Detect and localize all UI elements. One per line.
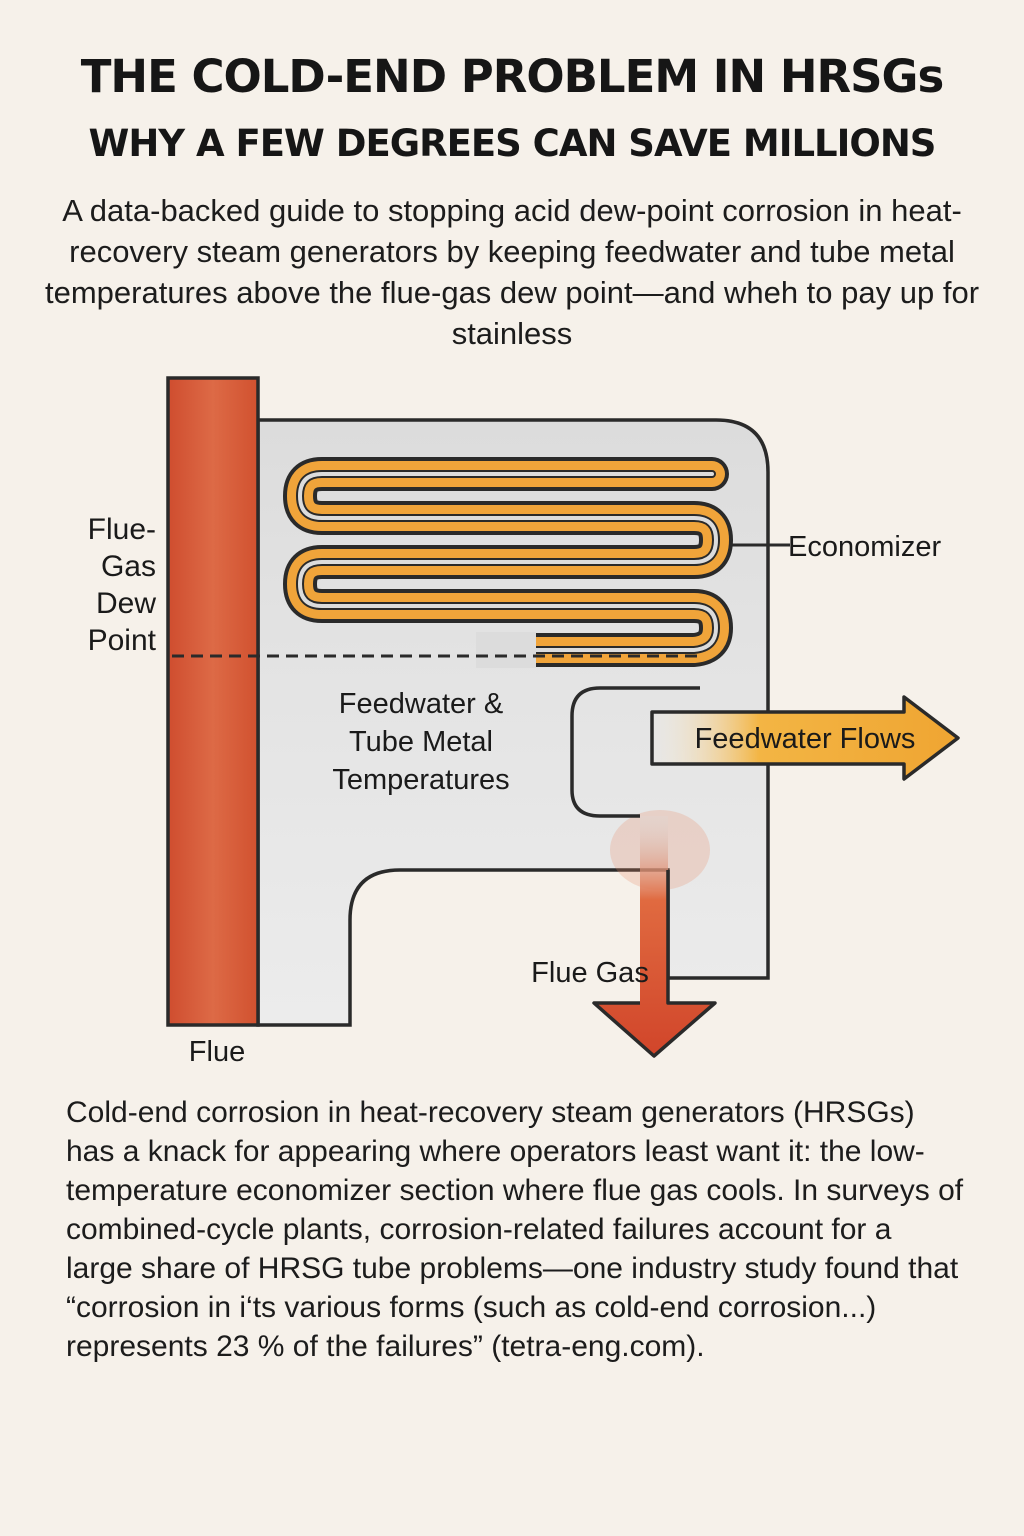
- feedwater-flow-arrow: [650, 695, 960, 781]
- dew-point-label: Flue- Gas Dew Point: [88, 513, 157, 657]
- inner-duct-wall: [570, 686, 700, 818]
- center-label: Feedwater & Tube Metal Temperatures: [332, 688, 509, 796]
- flue-gas-arrow: [594, 816, 715, 1056]
- flue-gas-arrow-outline: [592, 870, 717, 1058]
- page-subtitle: WHY A FEW DEGREES CAN SAVE MILLIONS: [88, 122, 937, 165]
- lead-paragraph: A data-backed guide to stopping acid dew…: [44, 193, 980, 351]
- center-label-line1: Feedwater &: [339, 688, 503, 720]
- economizer-tube: [283, 457, 733, 667]
- flue-gas-label: Flue Gas: [531, 957, 649, 989]
- flue-stack: [166, 376, 260, 1027]
- center-label-line3: Temperatures: [332, 764, 509, 796]
- feedwater-flow-label: Feedwater Flows: [695, 723, 916, 755]
- page-title: THE COLD-END PROBLEM IN HRSGs: [80, 50, 945, 103]
- tube-fade: [476, 632, 536, 668]
- dew-point-label-line1: Flue-: [88, 513, 156, 546]
- dew-point-label-line4: Point: [88, 624, 157, 657]
- dew-point-label-line2: Gas: [101, 550, 156, 583]
- flue-label: Flue: [189, 1036, 245, 1068]
- body-paragraph: Cold-end corrosion in heat-recovery stea…: [66, 1096, 964, 1363]
- economizer-label: Economizer: [788, 531, 941, 563]
- dew-point-label-line3: Dew: [96, 587, 156, 620]
- center-label-line2: Tube Metal: [349, 726, 493, 758]
- hrsg-diagram: Flue- Gas Dew Point Economizer Feedwater…: [88, 376, 960, 1068]
